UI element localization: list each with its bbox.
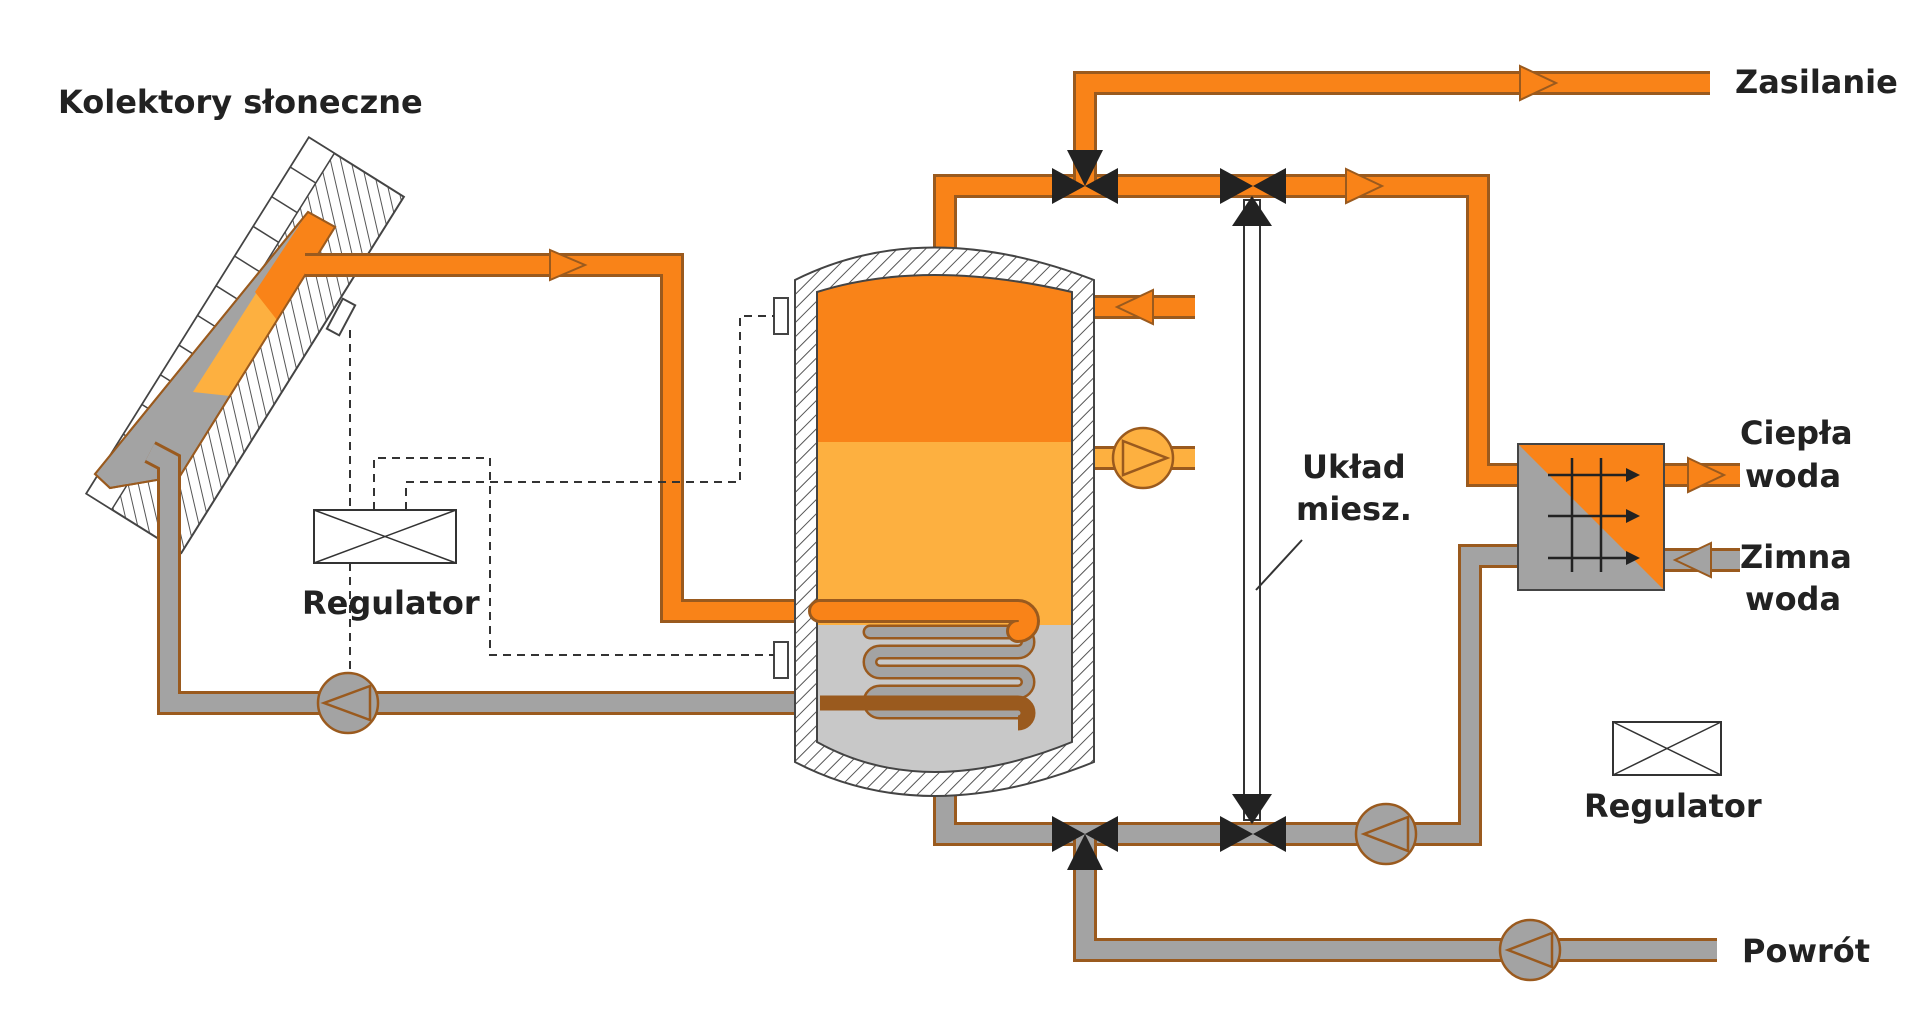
- control-wiring: [349, 315, 774, 673]
- label-mixing-line1: Układ: [1302, 448, 1406, 486]
- flow-arrow-icon: [1345, 167, 1385, 205]
- return-loop-pump-icon: [1354, 802, 1418, 866]
- three-way-valve-icon: [1220, 168, 1286, 204]
- label-cold-water-line2: woda: [1745, 580, 1841, 618]
- solar-collector: [84, 136, 406, 555]
- label-return: Powrót: [1742, 932, 1870, 970]
- heating-coil: [808, 599, 1040, 731]
- regulator-left: [313, 509, 457, 564]
- storage-tank: [773, 246, 1095, 797]
- label-mixing-line2: miesz.: [1296, 490, 1412, 528]
- return-pump-icon: [1498, 918, 1562, 982]
- tank-sensor-top: [773, 297, 789, 335]
- three-way-valve-icon: [1220, 816, 1286, 852]
- three-way-valve-icon: [1052, 816, 1118, 870]
- label-hot-water-line1: Ciepła: [1740, 414, 1853, 452]
- label-hot-water-line2: woda: [1745, 457, 1841, 495]
- flow-arrow-icon: [1687, 456, 1727, 494]
- mixing-callout-line: [1255, 539, 1303, 591]
- flow-arrows: [549, 64, 1727, 579]
- label-supply: Zasilanie: [1735, 63, 1898, 101]
- flow-arrow-icon: [549, 248, 588, 282]
- flow-arrow-icon: [1114, 288, 1154, 326]
- tank-sensor-bottom: [773, 641, 789, 679]
- flow-arrow-icon: [1672, 541, 1712, 579]
- tank-pump-icon: [1111, 426, 1175, 490]
- valves: [1052, 150, 1286, 870]
- flow-arrow-icon: [1519, 64, 1559, 102]
- supply-pipe: [1073, 71, 1710, 186]
- mixing-system: [1232, 196, 1303, 824]
- label-cold-water-line1: Zimna: [1740, 538, 1852, 576]
- pumps: [316, 426, 1562, 982]
- collector-sensor: [325, 297, 357, 337]
- solar-pump-icon: [316, 671, 380, 735]
- labels: Kolektory słoneczne Zasilanie Układ mies…: [58, 63, 1898, 970]
- heat-exchanger: [1517, 443, 1665, 591]
- label-solar-collectors: Kolektory słoneczne: [58, 83, 423, 121]
- label-regulator-left: Regulator: [302, 584, 480, 622]
- label-regulator-right: Regulator: [1584, 787, 1762, 825]
- three-way-valve-icon: [1052, 150, 1118, 204]
- regulator-right: [1612, 721, 1722, 776]
